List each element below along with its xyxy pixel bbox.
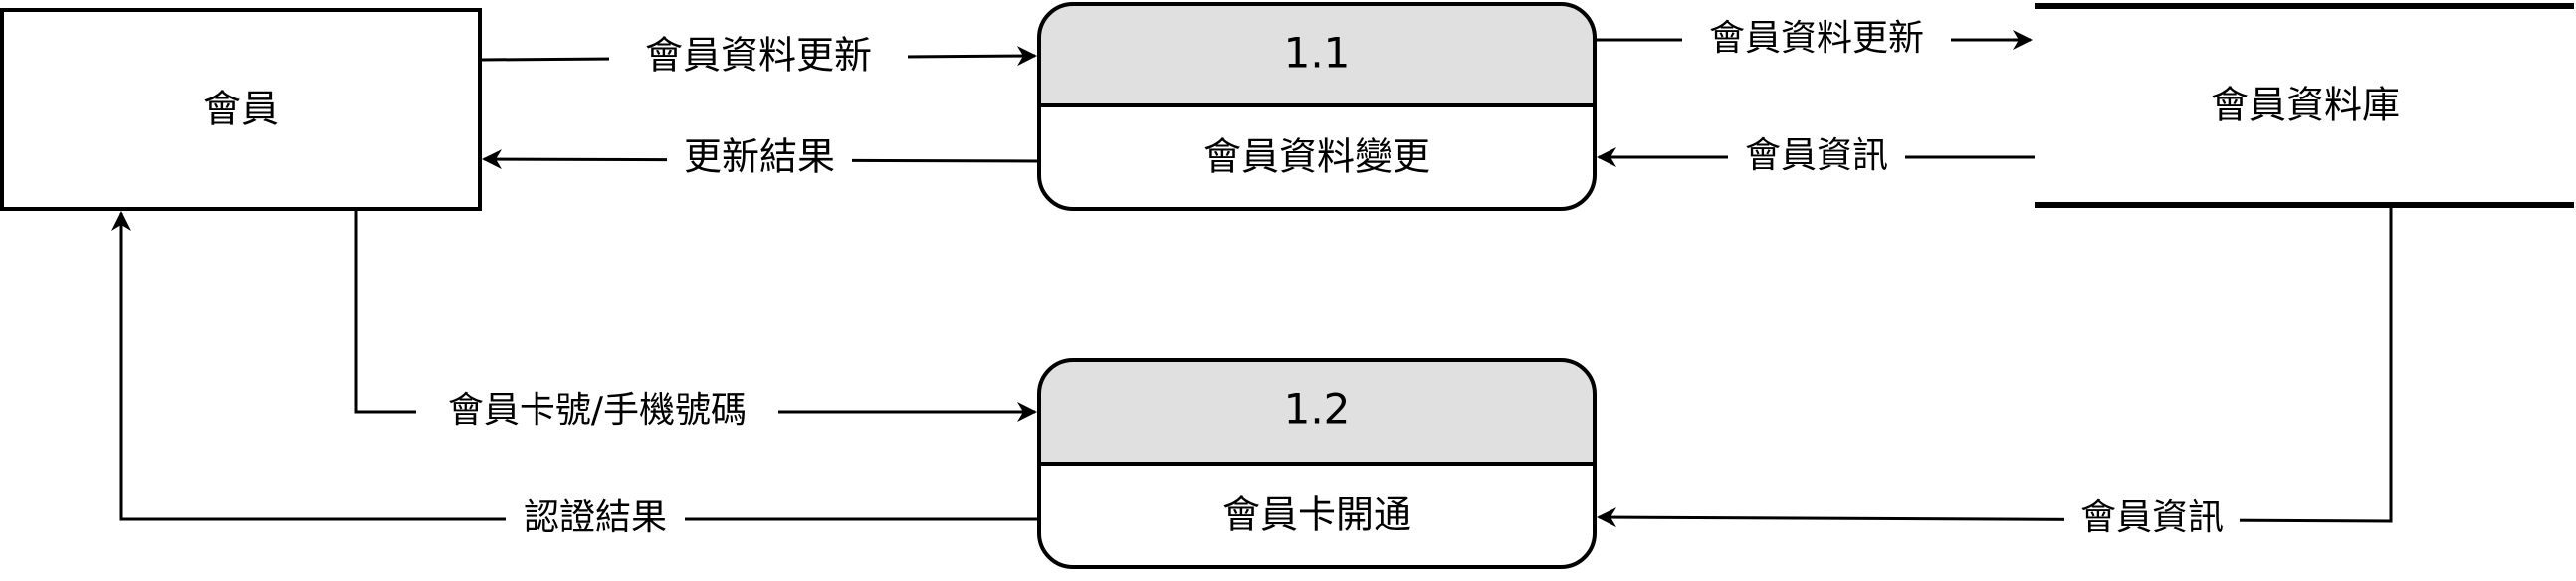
flow-p1-to-store: 會員資料更新	[1595, 16, 2033, 64]
entity-member-label: 會員	[203, 88, 279, 131]
process-1-2-number: 1.2	[1284, 385, 1351, 434]
flow-label-member-to-p2: 會員卡號/手機號碼	[448, 390, 747, 431]
flow-label-member-to-p1: 會員資料更新	[645, 34, 872, 78]
flow-label-store-to-p2: 會員資訊	[2080, 497, 2224, 538]
flow-store-to-p2: 會員資訊	[1597, 205, 2393, 543]
process-1-1-header	[1039, 4, 1595, 105]
entity-member: 會員	[0, 8, 482, 211]
flow-label-p1-to-store: 會員資料更新	[1709, 18, 1924, 59]
datastore-member-db: 會員資料庫	[2035, 3, 2574, 208]
process-1-1: 1.1 會員資料變更	[1037, 2, 1597, 211]
flow-p2-to-member: 認證結果	[111, 211, 1039, 543]
flow-member-to-p2: 會員卡號/手機號碼	[354, 209, 1037, 436]
flow-label-store-to-p1: 會員資訊	[1745, 135, 1888, 176]
flow-store-to-p1: 會員資訊	[1597, 133, 2035, 181]
flow-p1-to-member: 更新結果	[482, 135, 1040, 183]
process-1-1-name: 會員資料變更	[1203, 135, 1430, 179]
flow-label-p2-to-member: 認證結果	[524, 497, 667, 538]
process-1-2: 1.2 會員卡開通	[1037, 358, 1597, 569]
datastore-label: 會員資料庫	[2211, 84, 2400, 127]
flow-member-to-p1: 會員資料更新	[479, 34, 1037, 82]
process-1-1-number: 1.1	[1284, 29, 1351, 78]
flow-label-p1-to-member: 更新結果	[684, 135, 835, 179]
process-1-2-header	[1039, 360, 1595, 464]
process-1-2-name: 會員卡開通	[1222, 493, 1411, 537]
